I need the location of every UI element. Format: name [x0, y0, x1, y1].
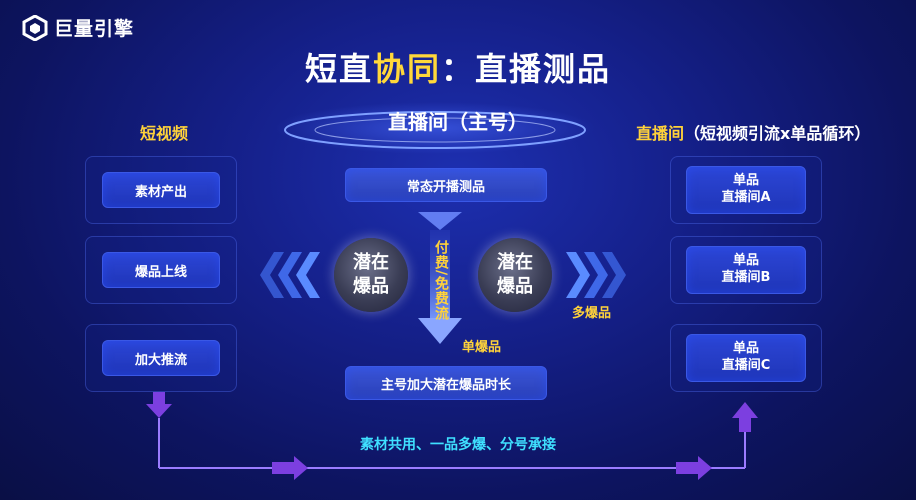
- left-heading: 短视频: [140, 124, 189, 143]
- right-box-2-line2: 直播间B: [721, 270, 771, 285]
- title-part1: 短直: [304, 50, 373, 88]
- center-bottom-box-label: 主号加大潜在爆品时长: [380, 378, 511, 393]
- right-box-2: 单品 直播间B: [686, 246, 806, 294]
- right-box-3-label: 单品 直播间C: [687, 340, 805, 374]
- right-heading: 直播间（短视频引流x单品循环）: [636, 120, 870, 144]
- right-box-3: 单品 直播间C: [686, 334, 806, 382]
- right-box-2-label: 单品 直播间B: [687, 252, 805, 286]
- left-box-1-label: 素材产出: [134, 185, 187, 200]
- left-potential-hit-circle: 潜在 爆品: [334, 238, 408, 312]
- single-hit-label: 单爆品: [462, 340, 502, 355]
- right-box-1-line1: 单品: [732, 173, 759, 188]
- left-box-3-label: 加大推流: [134, 353, 187, 368]
- left-box-1: 素材产出: [102, 172, 220, 208]
- logo-icon: [22, 14, 48, 41]
- right-box-3-line2: 直播间C: [721, 358, 771, 373]
- arrow-flow-text: 付费/免费流: [433, 240, 449, 322]
- left-circle-label: 潜在 爆品: [353, 252, 389, 297]
- left-chevrons-icon: [260, 252, 320, 298]
- brand-logo: 巨量引擎: [22, 14, 134, 41]
- center-top-box: 常态开播测品: [345, 168, 547, 202]
- bottom-flow-text: 素材共用、一品多爆、分号承接: [360, 437, 556, 453]
- right-circle-label: 潜在 爆品: [497, 252, 533, 297]
- right-box-3-line1: 单品: [732, 341, 759, 356]
- right-heading-main: 直播间: [636, 124, 685, 143]
- left-box-2: 爆品上线: [102, 252, 220, 288]
- right-heading-sub: （短视频引流x单品循环）: [684, 124, 871, 143]
- title-highlight: 协同: [372, 50, 441, 88]
- page-title: 短直协同：直播测品: [0, 44, 916, 90]
- brand-name: 巨量引擎: [54, 18, 135, 40]
- center-heading: 直播间（主号）: [388, 110, 528, 134]
- down-arrow-icon: [418, 212, 462, 344]
- right-chevrons-icon: [566, 252, 626, 298]
- left-box-3: 加大推流: [102, 340, 220, 376]
- center-bottom-box: 主号加大潜在爆品时长: [345, 366, 547, 400]
- left-box-2-label: 爆品上线: [134, 265, 187, 280]
- center-top-box-label: 常态开播测品: [406, 180, 485, 195]
- title-part2: ：直播测品: [441, 50, 612, 88]
- right-box-2-line1: 单品: [732, 253, 759, 268]
- right-box-1: 单品 直播间A: [686, 166, 806, 214]
- center-glow-ring: [275, 102, 595, 154]
- multi-hit-label: 多爆品: [572, 306, 612, 321]
- right-box-1-label: 单品 直播间A: [687, 172, 805, 206]
- right-box-1-line2: 直播间A: [721, 190, 771, 205]
- right-potential-hit-circle: 潜在 爆品: [478, 238, 552, 312]
